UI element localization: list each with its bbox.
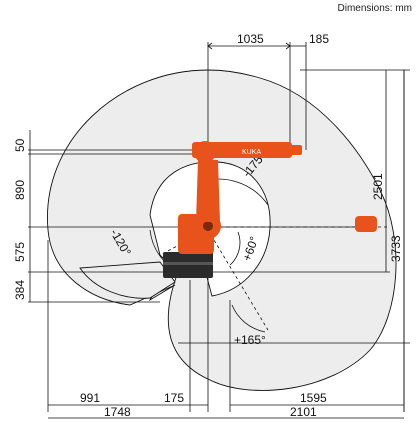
- dim-2501: 2501: [371, 173, 385, 200]
- dim-175: 175: [164, 391, 184, 405]
- bottom-dimension-lines: [48, 404, 404, 419]
- dim-185: 185: [309, 32, 329, 46]
- top-dimension-lines: [207, 42, 306, 50]
- dim-2101: 2101: [290, 405, 317, 419]
- robot-upper-arm: KUKA: [192, 141, 302, 163]
- dim-890: 890: [13, 180, 27, 200]
- dim-575: 575: [13, 242, 27, 262]
- angle-plus-165: +165°: [234, 333, 266, 347]
- robot-tool-flange: [355, 216, 377, 232]
- lower-lobe-area: [79, 261, 176, 299]
- dim-1595: 1595: [300, 391, 327, 405]
- right-dimension-lines: [385, 70, 405, 412]
- robot-base: [163, 252, 213, 278]
- kuka-label: KUKA: [242, 149, 261, 156]
- dim-1035: 1035: [237, 32, 264, 46]
- dim-3733: 3733: [389, 235, 403, 262]
- dim-991: 991: [80, 391, 100, 405]
- dim-1748: 1748: [104, 405, 131, 419]
- robot-lower-arm: [196, 160, 220, 222]
- dim-384: 384: [13, 280, 27, 300]
- units-note: Dimensions: mm: [337, 3, 412, 14]
- dim-50: 50: [13, 138, 27, 152]
